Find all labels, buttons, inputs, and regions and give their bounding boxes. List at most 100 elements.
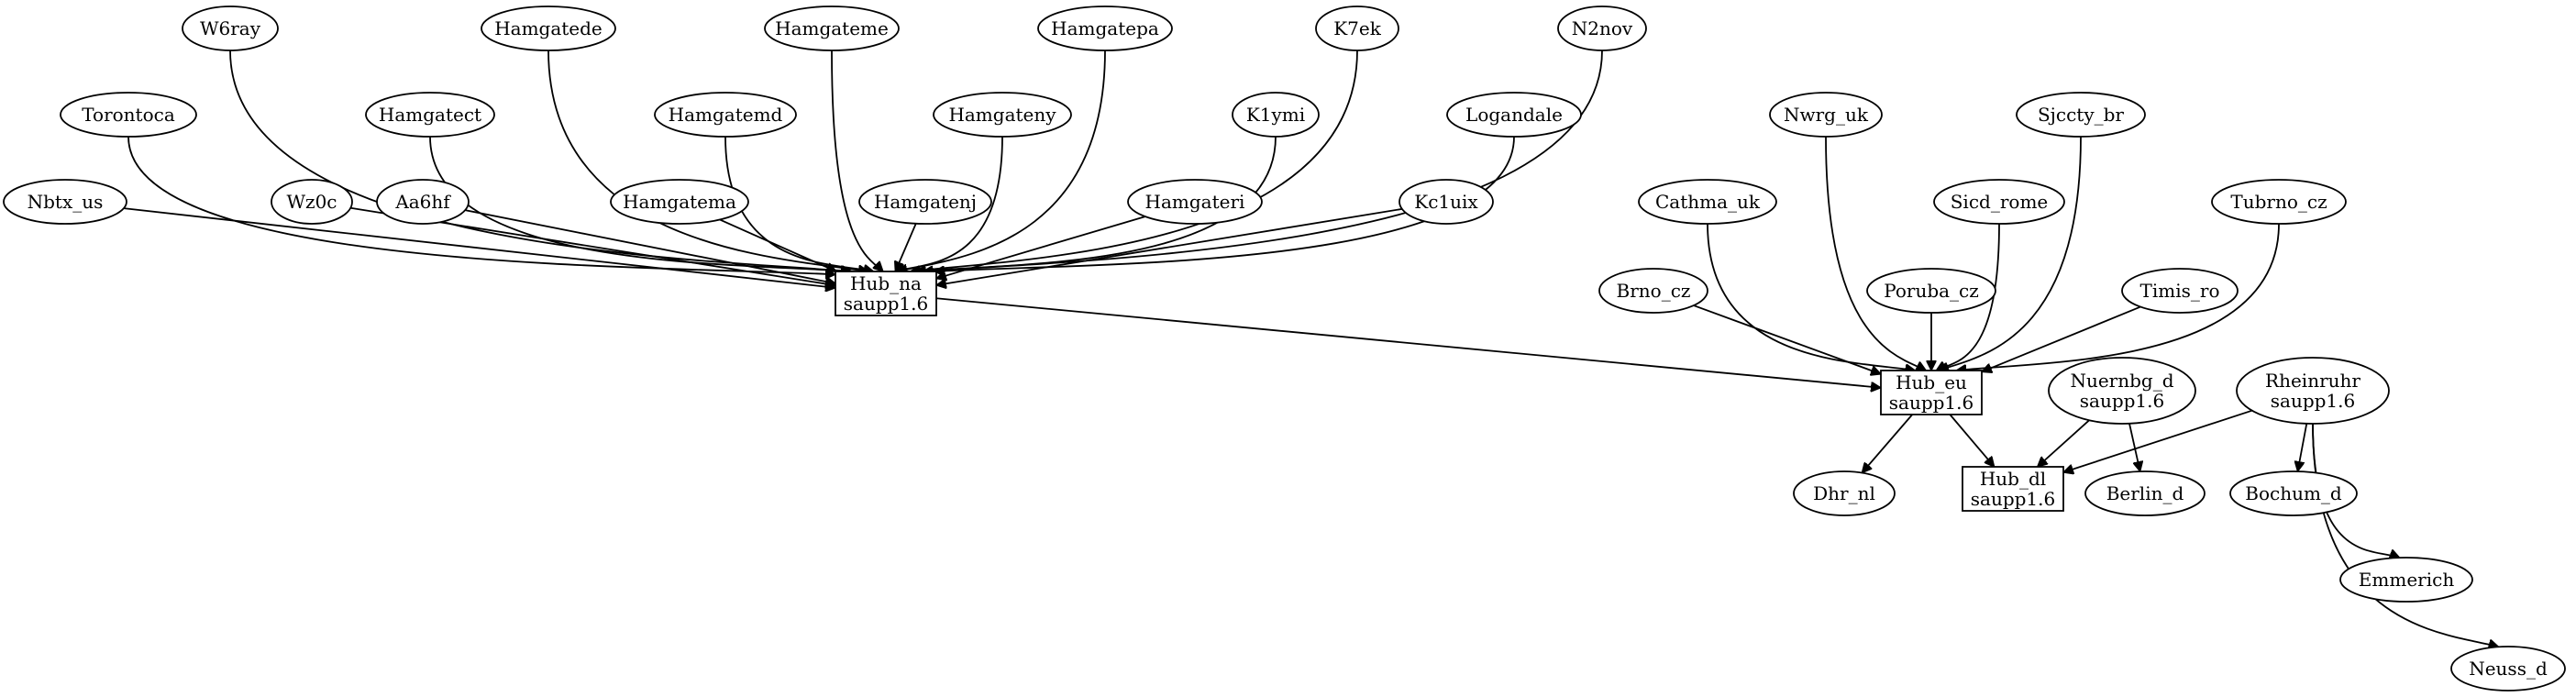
node-sjccty_br-ellipse <box>2016 92 2146 138</box>
node-brno_cz: Brno_cz <box>1598 268 1708 314</box>
node-k1ymi: K1ymi <box>1232 92 1320 138</box>
node-hub_eu-label-1: saupp1.6 <box>1889 392 1973 414</box>
node-kc1uix: Kc1uix <box>1399 179 1494 225</box>
node-n2nov: N2nov <box>1557 6 1647 51</box>
edge-rheinruhr-to-bochum_d <box>2297 423 2308 471</box>
node-timis_ro-label-0: Timis_ro <box>2140 280 2220 302</box>
node-w6ray: W6ray <box>182 6 279 51</box>
node-hub_na-label-1: saupp1.6 <box>844 293 928 315</box>
node-hamgateny-label-0: Hamgateny <box>948 104 1056 126</box>
node-hamgatect-label-0: Hamgatect <box>379 104 481 126</box>
node-torontoca-ellipse <box>60 92 197 138</box>
node-bochum_d-ellipse <box>2229 470 2358 516</box>
node-berlin_d-label-0: Berlin_d <box>2106 482 2184 504</box>
node-dhr_nl-ellipse <box>1793 470 1896 516</box>
edge-nuernbg_d-to-berlin_d <box>2128 423 2140 471</box>
node-hamgatenj-ellipse <box>858 179 992 225</box>
edge-torontoca-to-hub_na <box>127 136 835 274</box>
node-neuss_d: Neuss_d <box>2450 646 2566 691</box>
node-poruba_cz: Poruba_cz <box>1866 268 1996 314</box>
edge-n2nov-to-hub_na <box>923 50 1603 271</box>
edge-logandale-to-hub_na <box>934 136 1515 271</box>
node-k7ek: K7ek <box>1315 6 1399 51</box>
node-tubrno_cz-label-0: Tubrno_cz <box>2230 191 2327 213</box>
node-poruba_cz-label-0: Poruba_cz <box>1884 280 1979 302</box>
node-tubrno_cz: Tubrno_cz <box>2211 179 2347 225</box>
node-cathma_uk-ellipse <box>1638 179 1777 225</box>
node-n2nov-ellipse <box>1557 6 1647 51</box>
node-kc1uix-label-0: Kc1uix <box>1414 191 1478 213</box>
edge-nuernbg_d-to-hub_dl <box>2038 419 2090 467</box>
node-torontoca-label-0: Torontoca <box>82 104 175 126</box>
node-sjccty_br: Sjccty_br <box>2016 92 2146 138</box>
node-nwrg_uk-ellipse <box>1769 92 1883 138</box>
node-rheinruhr-label-0: Rheinruhr <box>2265 370 2360 392</box>
node-k7ek-label-0: K7ek <box>1333 17 1382 39</box>
node-poruba_cz-ellipse <box>1866 268 1996 314</box>
node-tubrno_cz-ellipse <box>2211 179 2347 225</box>
node-sicd_rome: Sicd_rome <box>1933 179 2065 225</box>
node-emmerich-label-0: Emmerich <box>2359 569 2455 591</box>
node-aa6hf-ellipse <box>376 179 470 225</box>
node-logandale: Logandale <box>1446 92 1582 138</box>
node-hamgatema-ellipse <box>610 179 749 225</box>
edge-hub_na-to-hub_eu <box>935 297 1881 388</box>
edge-w6ray-to-hub_na <box>229 50 852 271</box>
node-logandale-ellipse <box>1446 92 1582 138</box>
node-aa6hf: Aa6hf <box>376 179 470 225</box>
node-k1ymi-ellipse <box>1232 92 1320 138</box>
node-hamgatect: Hamgatect <box>365 92 495 138</box>
node-nuernbg_d-label-1: saupp1.6 <box>2080 390 2164 412</box>
node-hub_na-label-0: Hub_na <box>850 272 922 294</box>
node-nuernbg_d-label-0: Nuernbg_d <box>2070 370 2173 392</box>
node-w6ray-label-0: W6ray <box>200 17 261 39</box>
node-hamgatema: Hamgatema <box>610 179 749 225</box>
edge-brno_cz-to-hub_eu <box>1693 304 1881 374</box>
node-hamgateri: Hamgateri <box>1127 179 1263 225</box>
node-sicd_rome-label-0: Sicd_rome <box>1951 191 2049 213</box>
nodes-layer: W6ray Hamgatede Hamgateme Hamgatepa K7ek N2no… <box>3 6 2566 691</box>
node-hub_dl-label-1: saupp1.6 <box>1971 488 2055 510</box>
edge-hamgatenj-to-hub_na <box>895 223 917 271</box>
node-hamgatenj: Hamgatenj <box>858 179 992 225</box>
node-cathma_uk: Cathma_uk <box>1638 179 1777 225</box>
node-nbtx_us-ellipse <box>3 179 127 225</box>
node-logandale-label-0: Logandale <box>1465 104 1563 126</box>
node-nuernbg_d-ellipse <box>2048 357 2196 425</box>
node-bochum_d-label-0: Bochum_d <box>2245 482 2342 504</box>
edge-nwrg_uk-to-hub_eu <box>1825 136 1926 371</box>
node-hamgatede-label-0: Hamgatede <box>494 17 603 39</box>
edge-k7ek-to-hub_na <box>911 50 1358 271</box>
node-hamgatepa-label-0: Hamgatepa <box>1051 17 1159 39</box>
edge-aa6hf-to-hub_na <box>465 209 835 283</box>
node-brno_cz-label-0: Brno_cz <box>1617 280 1691 302</box>
node-berlin_d-ellipse <box>2084 470 2206 516</box>
edge-cathma_uk-to-hub_eu <box>1707 223 1915 371</box>
node-hamgateny-ellipse <box>933 92 1072 138</box>
node-dhr_nl: Dhr_nl <box>1793 470 1896 516</box>
edge-hamgatemd-to-hub_na <box>724 136 874 271</box>
node-n2nov-label-0: N2nov <box>1572 17 1633 39</box>
node-hamgatepa-ellipse <box>1037 6 1173 51</box>
node-hamgateny: Hamgateny <box>933 92 1072 138</box>
node-hamgatect-ellipse <box>365 92 495 138</box>
node-emmerich-ellipse <box>2339 557 2473 603</box>
edge-tubrno_cz-to-hub_eu <box>1956 223 2280 371</box>
node-wz0c-label-0: Wz0c <box>286 191 337 213</box>
edge-sjccty_br-to-hub_eu <box>1939 136 2082 371</box>
node-wz0c-ellipse <box>271 179 353 225</box>
node-hamgateri-ellipse <box>1127 179 1263 225</box>
node-k7ek-ellipse <box>1315 6 1399 51</box>
node-nwrg_uk-label-0: Nwrg_uk <box>1784 104 1869 126</box>
node-nbtx_us-label-0: Nbtx_us <box>28 191 104 213</box>
node-brno_cz-ellipse <box>1598 268 1708 314</box>
node-hamgateme-label-0: Hamgateme <box>775 17 889 39</box>
node-hamgatemd-label-0: Hamgatemd <box>669 104 783 126</box>
node-torontoca: Torontoca <box>60 92 197 138</box>
